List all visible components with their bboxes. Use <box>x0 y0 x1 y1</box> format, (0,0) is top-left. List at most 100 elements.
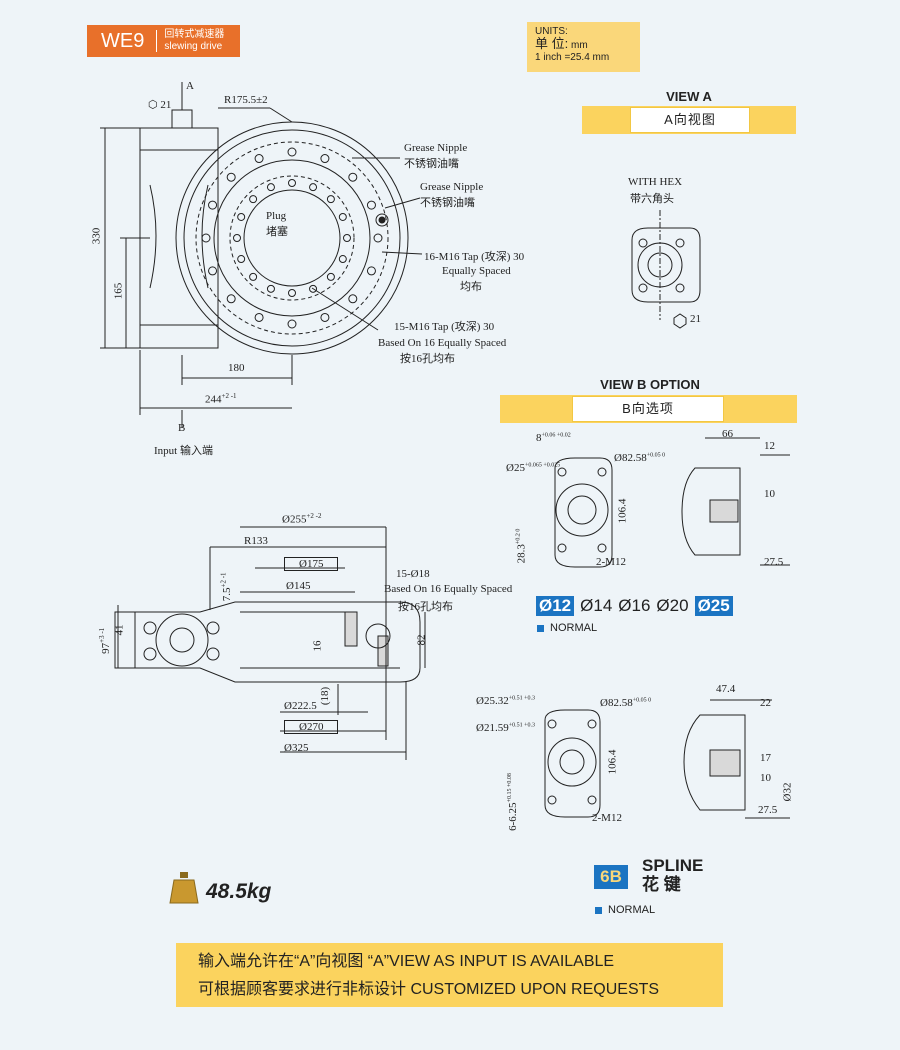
keyway: 28.3+0.2 0 <box>515 529 527 564</box>
dia-255: Ø255+2 -2 <box>282 512 321 526</box>
spline-title: SPLINE 花 键 <box>642 856 703 894</box>
size-12: Ø12 <box>536 596 575 616</box>
size-20: Ø20 <box>656 596 689 615</box>
dia-255-tol: +2 -2 <box>306 512 322 520</box>
grease-nipple-1-cn: 不锈钢油嘴 <box>404 158 459 170</box>
with-hex-cn: 带六角头 <box>630 193 674 205</box>
size-16: Ø16 <box>618 596 651 615</box>
dia-175: Ø175 <box>284 557 339 571</box>
bolt-hole <box>343 234 351 242</box>
bolt-hole <box>366 266 376 276</box>
weight-icon <box>169 872 199 904</box>
model-name-cn: 回转式减速器 <box>164 29 225 40</box>
dim-97-tol: +3 -1 <box>98 627 107 643</box>
dia-255-value: Ø255 <box>282 513 307 526</box>
normal-label: NORMAL <box>550 622 598 634</box>
dim-330: 330 <box>90 227 103 245</box>
spline-minor-tol: +0.51 +0.3 <box>508 722 535 729</box>
dim-244: 244+2 -1 <box>205 392 237 406</box>
spline-drawing <box>544 699 790 819</box>
dim-7-5: 7.5+2 -1 <box>220 572 234 601</box>
units-conversion: 1 inch =25.4 mm <box>535 52 610 63</box>
spline-title-en: SPLINE <box>642 856 704 875</box>
bolt-hole <box>288 179 296 187</box>
with-hex-en: WITH HEX <box>628 176 683 188</box>
bolt-hole <box>237 212 246 221</box>
housing-waist <box>149 184 157 289</box>
bolt-hole <box>320 312 330 322</box>
size-14: Ø14 <box>580 596 613 615</box>
inner-bolt-holes <box>233 179 351 297</box>
dim-244-value: 244 <box>205 393 222 406</box>
bolt-hole <box>287 147 297 157</box>
dim-66: 66 <box>722 428 733 440</box>
note-line-2: 可根据顾客要求进行非标设计 CUSTOMIZED UPON REQUESTS <box>198 981 660 998</box>
spline-major: Ø25.32+0.51 +0.3 <box>476 695 535 707</box>
pilot-tol: +0.05 0 <box>646 452 666 459</box>
weight-value: 48.5kg <box>206 880 272 903</box>
bolt-hole <box>237 255 246 264</box>
bolt-hole <box>309 284 318 293</box>
r133: R133 <box>244 535 268 547</box>
dim-7-5-value: 7.5 <box>221 587 234 602</box>
bolt-hole <box>326 272 335 281</box>
dim-180: 180 <box>228 362 245 374</box>
tap15-line3: 按16孔均布 <box>400 353 455 365</box>
bolt-hole <box>338 255 347 264</box>
view-a-title-cn: A向视图 <box>630 107 750 133</box>
bolt-hole <box>208 266 218 276</box>
plug-cn: 堵塞 <box>266 226 288 238</box>
grease-nipple-1-en: Grease Nipple <box>404 142 468 154</box>
bore-tol: +0.065 +0.025 <box>524 462 561 469</box>
bolt-hole <box>249 272 258 281</box>
input-housing <box>139 127 219 349</box>
units-label-en: UNITS: <box>535 26 568 37</box>
dim-27-5: 27.5 <box>764 556 784 568</box>
bore-value: Ø25 <box>506 462 525 474</box>
spline-normal-legend: NORMAL <box>595 904 655 916</box>
dim-97-value: 97 <box>99 642 112 654</box>
dia-325: Ø325 <box>284 742 309 754</box>
spline-minor: Ø21.59+0.51 +0.3 <box>476 722 535 734</box>
grease-nipple-2-en: Grease Nipple <box>420 181 484 193</box>
spline-dim-27-5: 27.5 <box>758 804 778 816</box>
key-width: 8+0.06 +0.02 <box>536 432 571 444</box>
section-outline <box>114 601 421 683</box>
pilot: Ø82.58+0.05 0 <box>614 452 665 464</box>
units-box: UNITS: 单 位: mm 1 inch =25.4 mm <box>527 22 640 72</box>
normal-marker <box>537 624 544 632</box>
holes-line1: 15-Ø18 <box>396 568 430 580</box>
bolt-hole <box>373 233 383 243</box>
view-b-title-cn: B向选项 <box>572 396 724 422</box>
dia-270: Ø270 <box>284 720 339 734</box>
bolt-hole <box>201 233 211 243</box>
spline-minor-value: Ø21.59 <box>476 722 509 734</box>
center-bore <box>243 189 341 287</box>
key-width-tol: +0.06 +0.02 <box>541 432 571 439</box>
dia-222-5: Ø222.5 <box>284 700 317 712</box>
dim-10: 10 <box>764 488 775 500</box>
spline-spec-value: 6-6.25 <box>506 802 519 831</box>
bolt-hole <box>254 154 264 164</box>
spline-dim-17: 17 <box>760 752 771 764</box>
bore: Ø25+0.065 +0.025 <box>506 462 560 474</box>
dim-244-tol: +2 -1 <box>221 392 237 400</box>
bolt-hole <box>320 154 330 164</box>
spline-dim-47-4: 47.4 <box>716 683 736 695</box>
view-a-hex-size: 21 <box>690 313 701 325</box>
holes-line2: Based On 16 Equally Spaced <box>384 583 513 595</box>
bolt-hole <box>266 183 275 192</box>
model-tag: WE9 回转式减速器 slewing drive <box>87 25 240 57</box>
keyway-value: 28.3 <box>515 544 528 564</box>
bolt-hole <box>254 312 264 322</box>
holes-line3: 按16孔均布 <box>398 601 453 613</box>
spline-major-tol: +0.51 +0.3 <box>508 695 535 702</box>
bolt-hole <box>348 294 358 304</box>
spline-normal-label: NORMAL <box>608 904 656 916</box>
spline-dim-22: 22 <box>760 697 771 709</box>
dia-145: Ø145 <box>286 580 311 592</box>
bolt-hole <box>348 172 358 182</box>
tap16-line1: 16-M16 Tap (攻深) 30 <box>424 251 525 263</box>
bolt-hole <box>249 195 258 204</box>
